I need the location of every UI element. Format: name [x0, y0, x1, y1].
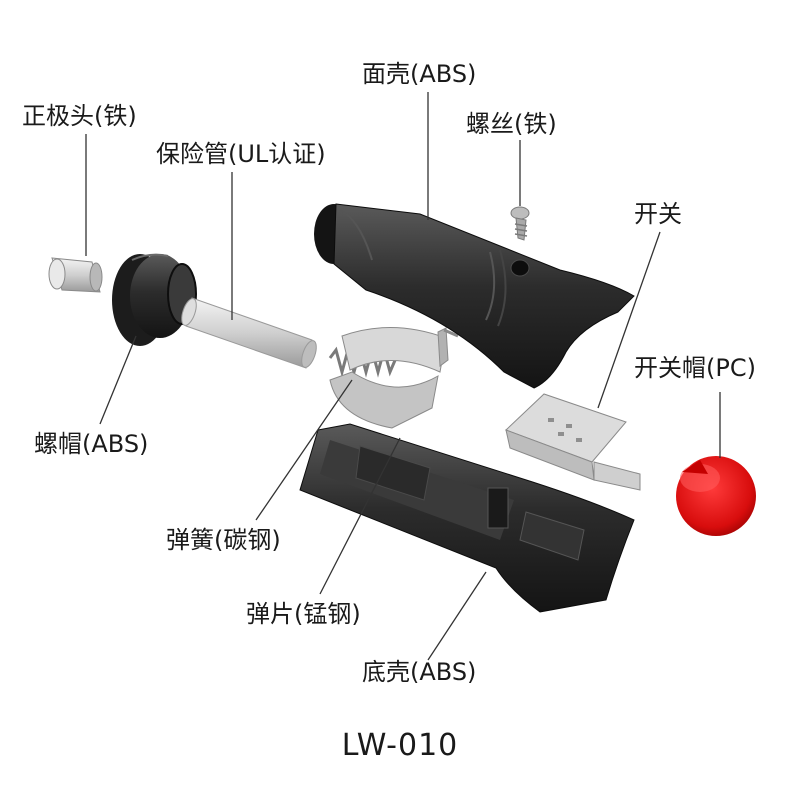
label-positive-tip: 正极头(铁): [22, 102, 137, 130]
leader-bottom-shell: [427, 571, 487, 661]
fuse-tube-part: [181, 297, 317, 369]
switch-cap-part: [676, 456, 756, 536]
face-shell-part: [314, 203, 635, 389]
switch-part: [505, 393, 641, 491]
label-spring-plate: 弹片(锰钢): [246, 600, 361, 628]
leader-switch: [597, 231, 661, 409]
label-screw-cap: 螺帽(ABS): [34, 430, 149, 458]
label-screw: 螺丝(铁): [466, 110, 557, 138]
label-fuse-tube: 保险管(UL认证): [156, 140, 326, 168]
screw-part: [510, 206, 530, 241]
positive-tip-part: [48, 257, 103, 293]
leader-lines: [85, 92, 721, 661]
leader-screw-cap: [99, 335, 137, 425]
spring-plate-part: [329, 326, 459, 429]
model-number: LW-010: [341, 728, 459, 763]
screw-cap-part: [112, 253, 197, 346]
leader-spring-plate: [319, 437, 401, 595]
label-bottom-shell: 底壳(ABS): [362, 658, 477, 686]
leader-spring: [255, 379, 353, 521]
label-spring: 弹簧(碳钢): [166, 526, 281, 554]
label-switch: 开关: [634, 200, 682, 228]
label-face-shell: 面壳(ABS): [362, 60, 477, 88]
label-switch-cap: 开关帽(PC): [634, 354, 756, 382]
